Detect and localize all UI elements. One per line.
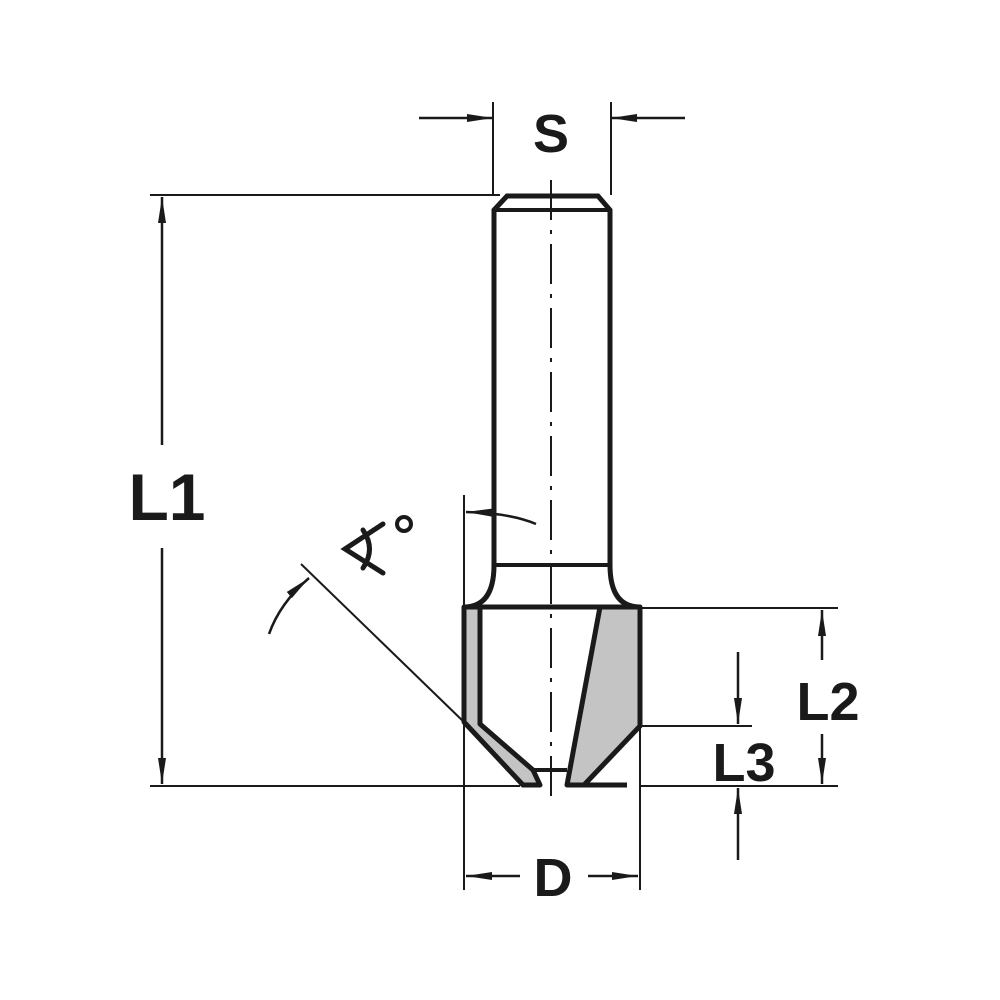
dimension-l3: L3 <box>640 652 776 860</box>
dimension-s: S <box>419 102 685 195</box>
degree-symbol-icon <box>395 515 413 533</box>
label-l3: L3 <box>712 733 775 793</box>
dimension-d: D <box>466 726 641 908</box>
label-d: D <box>534 848 573 908</box>
router-bit <box>461 180 643 800</box>
label-l1: L1 <box>128 460 205 534</box>
dimension-l2: L2 <box>640 607 860 787</box>
label-s: S <box>533 104 569 164</box>
dimension-angle <box>267 495 537 890</box>
label-l2: L2 <box>796 672 859 732</box>
dimension-l1: L1 <box>128 194 520 787</box>
angle-symbol-icon <box>340 521 386 576</box>
